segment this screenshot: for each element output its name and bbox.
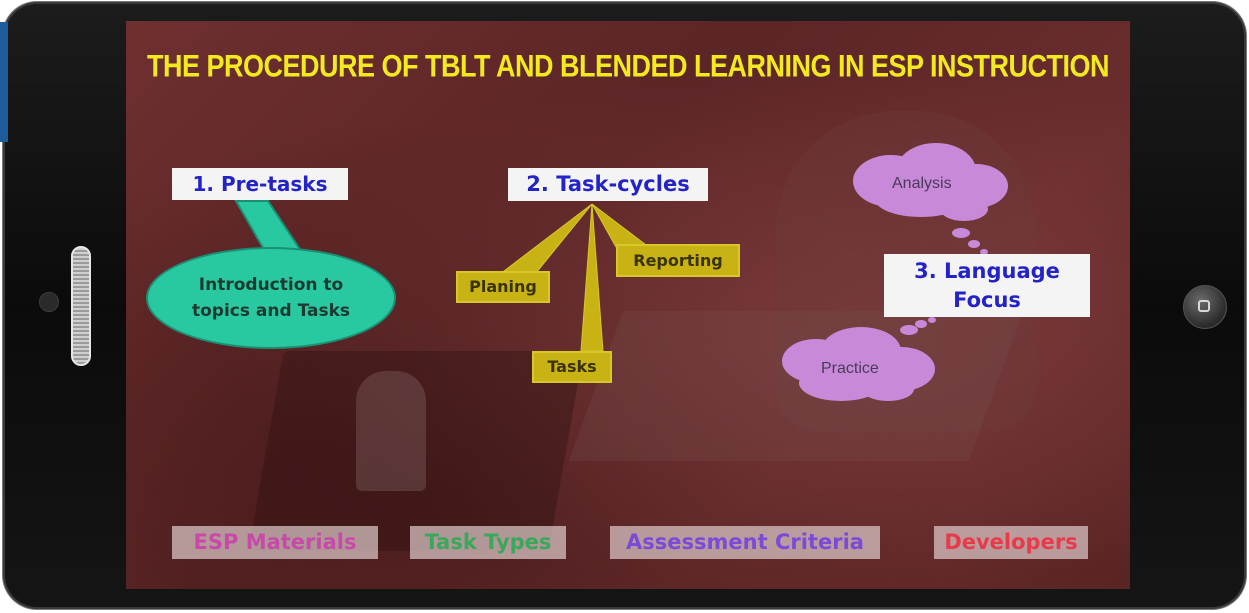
cloud-practice-label: Practice [821,360,879,377]
analysis-cloud-icon [853,143,1008,255]
nav-esp-materials[interactable]: ESP Materials [172,526,378,559]
planing-pointer [502,203,593,280]
speech-bubble-tail [234,200,303,255]
reporting-pointer [591,203,648,248]
intro-bubble: Introduction to topics and Tasks [146,247,396,349]
front-camera-icon [39,292,59,312]
nav-assessment-criteria[interactable]: Assessment Criteria [610,526,880,559]
frame-accent [0,22,8,142]
stage-language-focus: 3. Language Focus [884,254,1090,317]
tasks-pointer [580,203,604,352]
practice-cloud-icon [782,317,936,401]
stage-language-focus-line1: 3. Language [914,259,1060,283]
slide-title: THE PROCEDURE OF TBLT AND BLENDED LEARNI… [146,48,1110,84]
stage-language-focus-line2: Focus [953,288,1021,312]
slide-screen: THE PROCEDURE OF TBLT AND BLENDED LEARNI… [126,21,1130,589]
nav-developers[interactable]: Developers [934,526,1088,559]
home-button[interactable] [1183,285,1227,329]
cloud-analysis-label: Analysis [892,175,952,192]
home-button-icon [1198,300,1210,312]
callout-reporting: Reporting [616,244,740,277]
stage-pre-tasks: 1. Pre-tasks [172,168,348,200]
diagram-shapes [234,143,1008,401]
callout-planing: Planing [456,271,550,303]
speaker-grille-icon [71,246,91,366]
stage-task-cycles: 2. Task-cycles [508,168,708,201]
background-figure [356,371,426,491]
nav-task-types[interactable]: Task Types [410,526,566,559]
callout-tasks: Tasks [532,351,612,383]
